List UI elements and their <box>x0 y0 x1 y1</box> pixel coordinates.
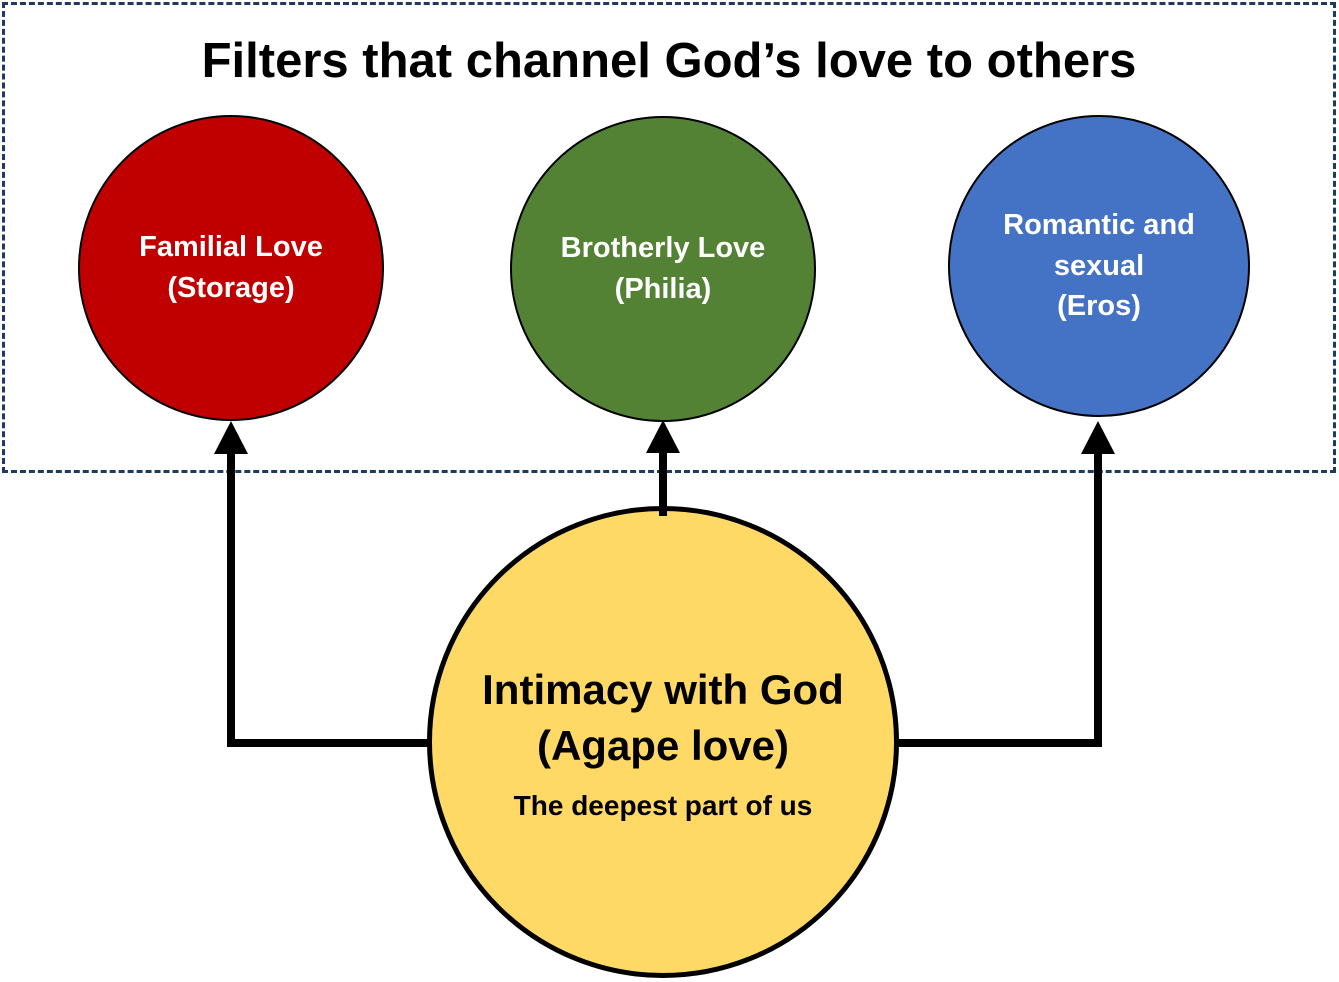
intimacy-with-god-circle: Intimacy with God (Agape love) The deepe… <box>427 506 899 978</box>
familial-love-circle: Familial Love (Storage) <box>78 115 384 421</box>
romantic-love-label-line3: (Eros) <box>1057 290 1141 323</box>
brotherly-love-label-line1: Brotherly Love <box>560 232 766 265</box>
source-subtitle: The deepest part of us <box>513 789 813 821</box>
source-label-line1: Intimacy with God <box>482 666 844 714</box>
familial-love-label-line1: Familial Love <box>139 231 323 264</box>
brotherly-love-circle: Brotherly Love (Philia) <box>510 116 816 422</box>
familial-love-label-line2: (Storage) <box>167 272 295 304</box>
brotherly-love-label-line2: (Philia) <box>614 273 712 305</box>
filters-group-box: Filters that channel God’s love to other… <box>2 2 1336 473</box>
source-label-line2: (Agape love) <box>536 722 790 769</box>
romantic-love-circle: Romantic and sexual (Eros) <box>948 115 1250 417</box>
arrow-to-romantic-line <box>897 445 1102 747</box>
arrow-to-familial-line <box>227 445 429 747</box>
romantic-love-label-line1: Romantic and <box>1003 209 1195 242</box>
romantic-love-label-line2: sexual <box>1053 249 1145 282</box>
diagram-title: Filters that channel God’s love to other… <box>201 34 1137 88</box>
